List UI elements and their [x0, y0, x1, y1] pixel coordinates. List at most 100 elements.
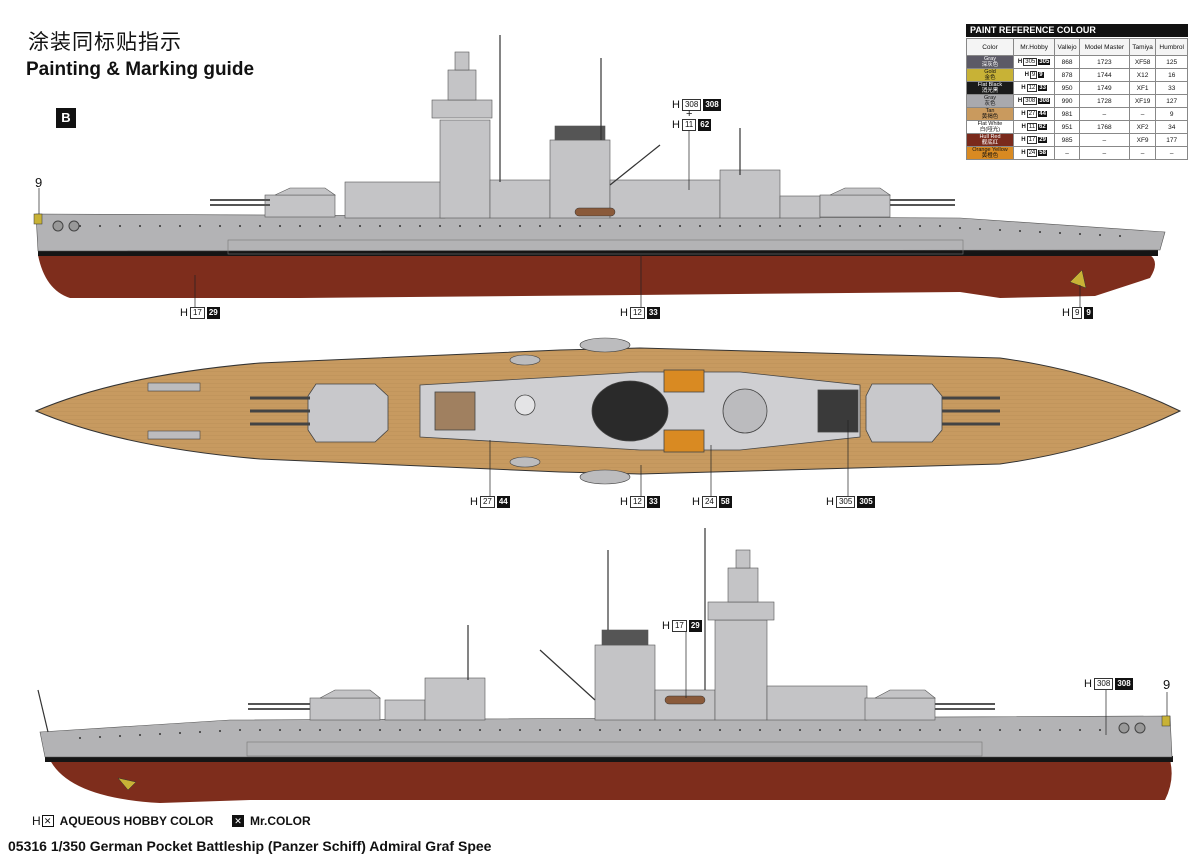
callout-prefix: H: [620, 496, 628, 508]
callout-mr-code: 62: [698, 119, 712, 131]
legend-aqueous: H ✕ AQUEOUS HOBBY COLOR: [32, 814, 213, 828]
x-box-icon: ✕: [41, 815, 54, 827]
callout-flat-black-deck: H 12 33: [620, 496, 660, 508]
color-name: Gray: [984, 95, 996, 101]
aqueous-code: 11: [1026, 123, 1038, 131]
cell-mm: 1768: [1078, 120, 1130, 134]
mr-color-code: 44: [1038, 111, 1047, 117]
page-title: Painting & Marking guide: [26, 59, 255, 80]
callout-flat-black: H 12 33: [620, 307, 660, 319]
color-name-cn: 舰底红: [981, 140, 999, 146]
callout-mr-code: 308: [703, 99, 721, 111]
color-name: Hull Red: [979, 134, 1001, 140]
aqueous-code: 24: [1026, 149, 1038, 157]
callout-white-11: H 11 62: [672, 119, 712, 131]
callout-code: 308: [681, 99, 702, 111]
cell-humbrol: 34: [1155, 120, 1188, 134]
cell-tamiya: XF2: [1128, 120, 1157, 134]
mr-color-code: 33: [1038, 85, 1047, 91]
cell-mm: 1723: [1078, 55, 1130, 69]
cell-mm: –: [1078, 107, 1130, 121]
mr-color-code: 308: [1038, 98, 1051, 104]
table-header-row: Color Mr.Hobby Vallejo Model Master Tami…: [966, 38, 1188, 56]
color-name-cn: 深灰色: [981, 62, 999, 68]
column-header: Mr.Hobby: [1012, 38, 1056, 56]
color-name-cn: 白(哑光): [979, 127, 1001, 133]
callout-prefix: H: [470, 496, 478, 508]
cell-tamiya: –: [1128, 107, 1157, 121]
color-name-cn: 消光黑: [981, 88, 999, 94]
cell-humbrol: 9: [1155, 107, 1188, 121]
legend-aqueous-mark: H ✕: [32, 814, 54, 828]
mr-color-code: 29: [1038, 137, 1047, 143]
cell-mm: –: [1078, 133, 1130, 147]
cell-vallejo: 990: [1054, 94, 1080, 108]
cell-vallejo: –: [1054, 146, 1080, 160]
callout-prefix: H: [662, 620, 670, 632]
callout-plus: +: [686, 108, 693, 120]
callout-mr-code: 58: [718, 496, 732, 508]
color-name: Orange Yellow: [972, 147, 1008, 153]
cell-vallejo: 868: [1054, 55, 1080, 69]
callout-code: 12: [629, 496, 645, 508]
callout-prefix: H: [826, 496, 834, 508]
callout-dark-gray: H 305 305: [826, 496, 875, 508]
callout-code: 27: [479, 496, 495, 508]
column-header: Tamiya: [1128, 38, 1157, 56]
callout-prefix: H: [672, 119, 680, 131]
cell-mm: 1744: [1078, 68, 1130, 82]
cell-tamiya: XF58: [1128, 55, 1157, 69]
callout-prefix: H: [620, 307, 628, 319]
callout-code: 11: [681, 119, 697, 131]
column-header: Humbrol: [1155, 38, 1188, 56]
callout-code: 24: [701, 496, 717, 508]
callout-tan: H 27 44: [470, 496, 510, 508]
color-name: Flat White: [977, 121, 1003, 127]
cell-tamiya: XF9: [1128, 133, 1157, 147]
cell-humbrol: 125: [1155, 55, 1188, 69]
legend-aqueous-label: AQUEOUS HOBBY COLOR: [59, 814, 214, 828]
callout-prefix: H: [1084, 678, 1092, 690]
mr-color-code: 58: [1038, 150, 1047, 156]
callout-code: 17: [671, 620, 687, 632]
column-header: Model Master: [1078, 38, 1130, 56]
callout-mr-code: 33: [646, 496, 660, 508]
cell-humbrol: 127: [1155, 94, 1188, 108]
cell-mm: 1728: [1078, 94, 1130, 108]
callout-gray-308: H 308 308: [672, 99, 721, 111]
callout-gold: H 9 9: [1062, 307, 1093, 319]
callout-prefix: H: [180, 307, 188, 319]
color-name-cn: 金色: [984, 75, 996, 81]
aqueous-code: 17: [1026, 136, 1038, 144]
color-name-cn: 黄橙色: [981, 153, 999, 159]
cell-tamiya: X12: [1128, 68, 1157, 82]
callout-hull-red: H 17 29: [180, 307, 220, 319]
cell-vallejo: 950: [1054, 81, 1080, 95]
title-chinese: 涂装同标贴指示: [28, 30, 182, 54]
x-box-filled-icon: ✕: [232, 815, 244, 827]
cell-mm: –: [1078, 146, 1130, 160]
cell-humbrol: 33: [1155, 81, 1188, 95]
color-name-cn: 灰色: [984, 101, 996, 107]
decal-number-top: 9: [35, 175, 43, 190]
cell-vallejo: 985: [1054, 133, 1080, 147]
aqueous-code: 308: [1023, 97, 1038, 105]
legend-prefix: H: [32, 814, 41, 828]
color-name: Gold: [984, 69, 996, 75]
mr-color-code: 9: [1038, 72, 1044, 78]
